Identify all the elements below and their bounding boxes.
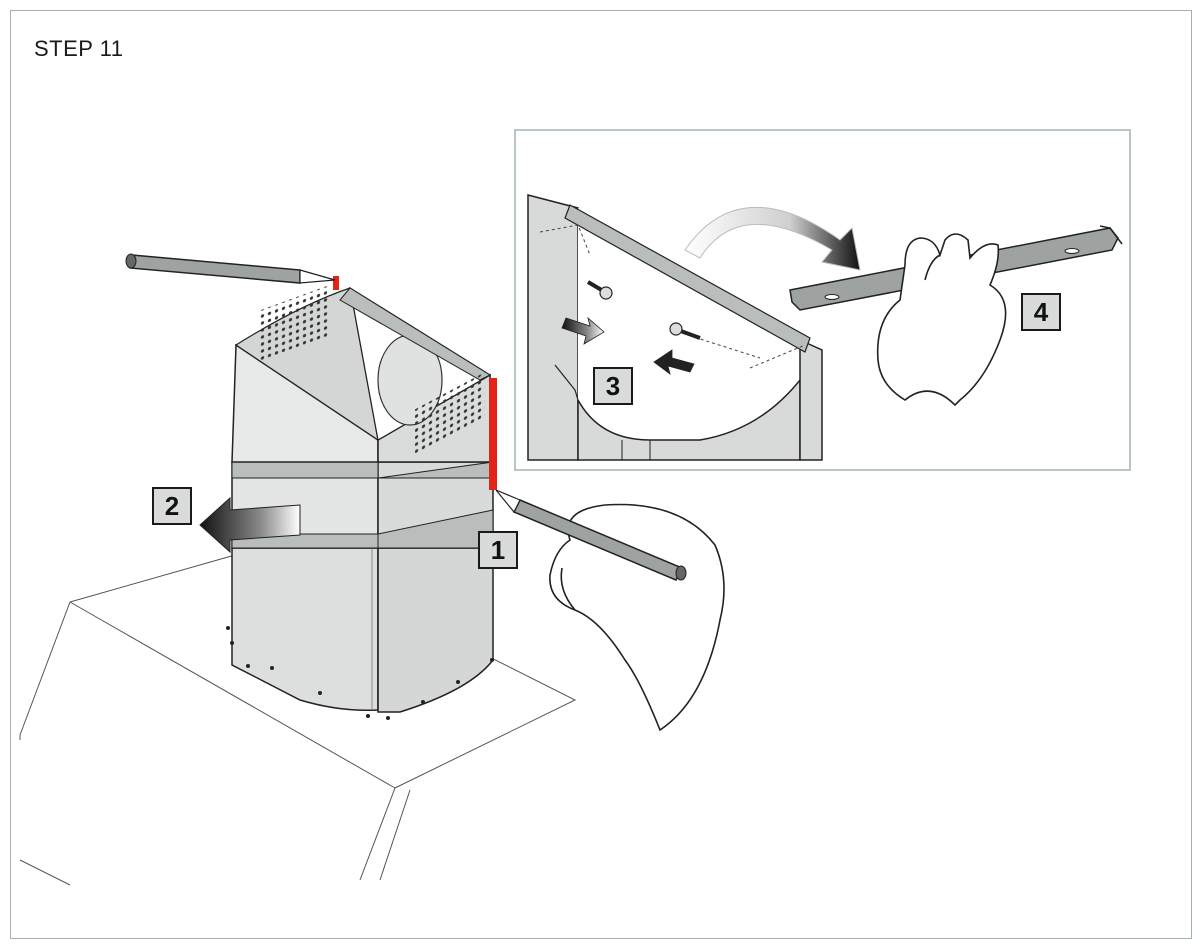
- pencil-icon: [126, 254, 335, 283]
- callout-4: 4: [1021, 293, 1061, 331]
- mark-top: [333, 276, 339, 290]
- chimney-lower: [232, 548, 493, 712]
- callout-3: 3: [593, 367, 633, 405]
- chimney-upper: [232, 286, 493, 462]
- callout-2: 2: [152, 487, 192, 525]
- callout-1: 1: [478, 531, 518, 569]
- mark-line: [489, 378, 497, 490]
